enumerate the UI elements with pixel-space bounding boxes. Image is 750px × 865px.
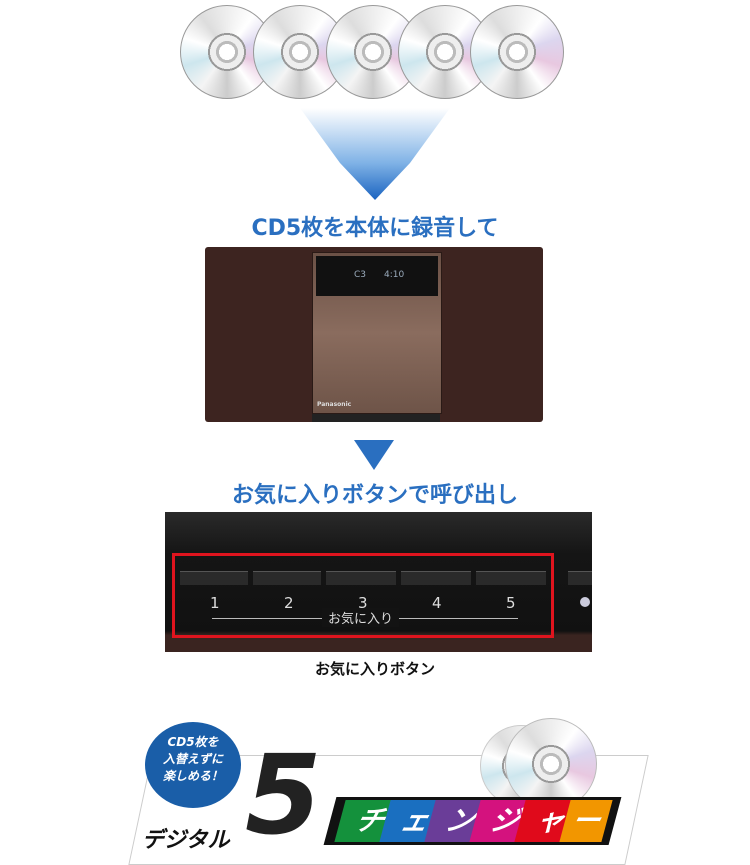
highlight-box xyxy=(172,553,554,638)
indicator-light xyxy=(580,597,590,607)
favorite-button-5 xyxy=(476,571,546,585)
stand xyxy=(312,414,440,422)
favorite-button-1 xyxy=(180,571,248,585)
favorite-button-3 xyxy=(326,571,396,585)
stereo-unit: C3 4:10 Panasonic xyxy=(312,252,442,414)
panel-label: お気に入り xyxy=(322,608,400,627)
favorite-button-2 xyxy=(253,571,321,585)
cd-disc xyxy=(470,5,564,99)
speech-bubble: CD5枚を入替えずに楽しめる！ xyxy=(145,722,241,808)
caption: お気に入りボタン xyxy=(314,660,435,678)
digital-text: デジタル xyxy=(142,828,230,853)
display-track: C3 xyxy=(354,270,367,280)
number-label: 2 xyxy=(284,594,294,612)
number-label: 1 xyxy=(210,594,220,612)
number-label: 4 xyxy=(432,594,442,612)
brand-logo: Panasonic xyxy=(317,401,352,408)
display-time: 4:10 xyxy=(384,270,405,280)
display: C3 4:10 xyxy=(316,256,438,296)
logo-cd-icon xyxy=(505,718,597,810)
heading-recall: お気に入りボタンで呼び出し xyxy=(231,483,518,508)
small-down-arrow-icon xyxy=(354,440,394,470)
number-label: 5 xyxy=(506,594,516,612)
number-label: 3 xyxy=(358,594,368,612)
five-text: 5 xyxy=(245,731,322,859)
heading-record: CD5枚を本体に録音して xyxy=(251,216,499,241)
down-arrow-icon xyxy=(300,108,450,200)
favorite-button-4 xyxy=(401,571,471,585)
other-button xyxy=(568,571,592,585)
